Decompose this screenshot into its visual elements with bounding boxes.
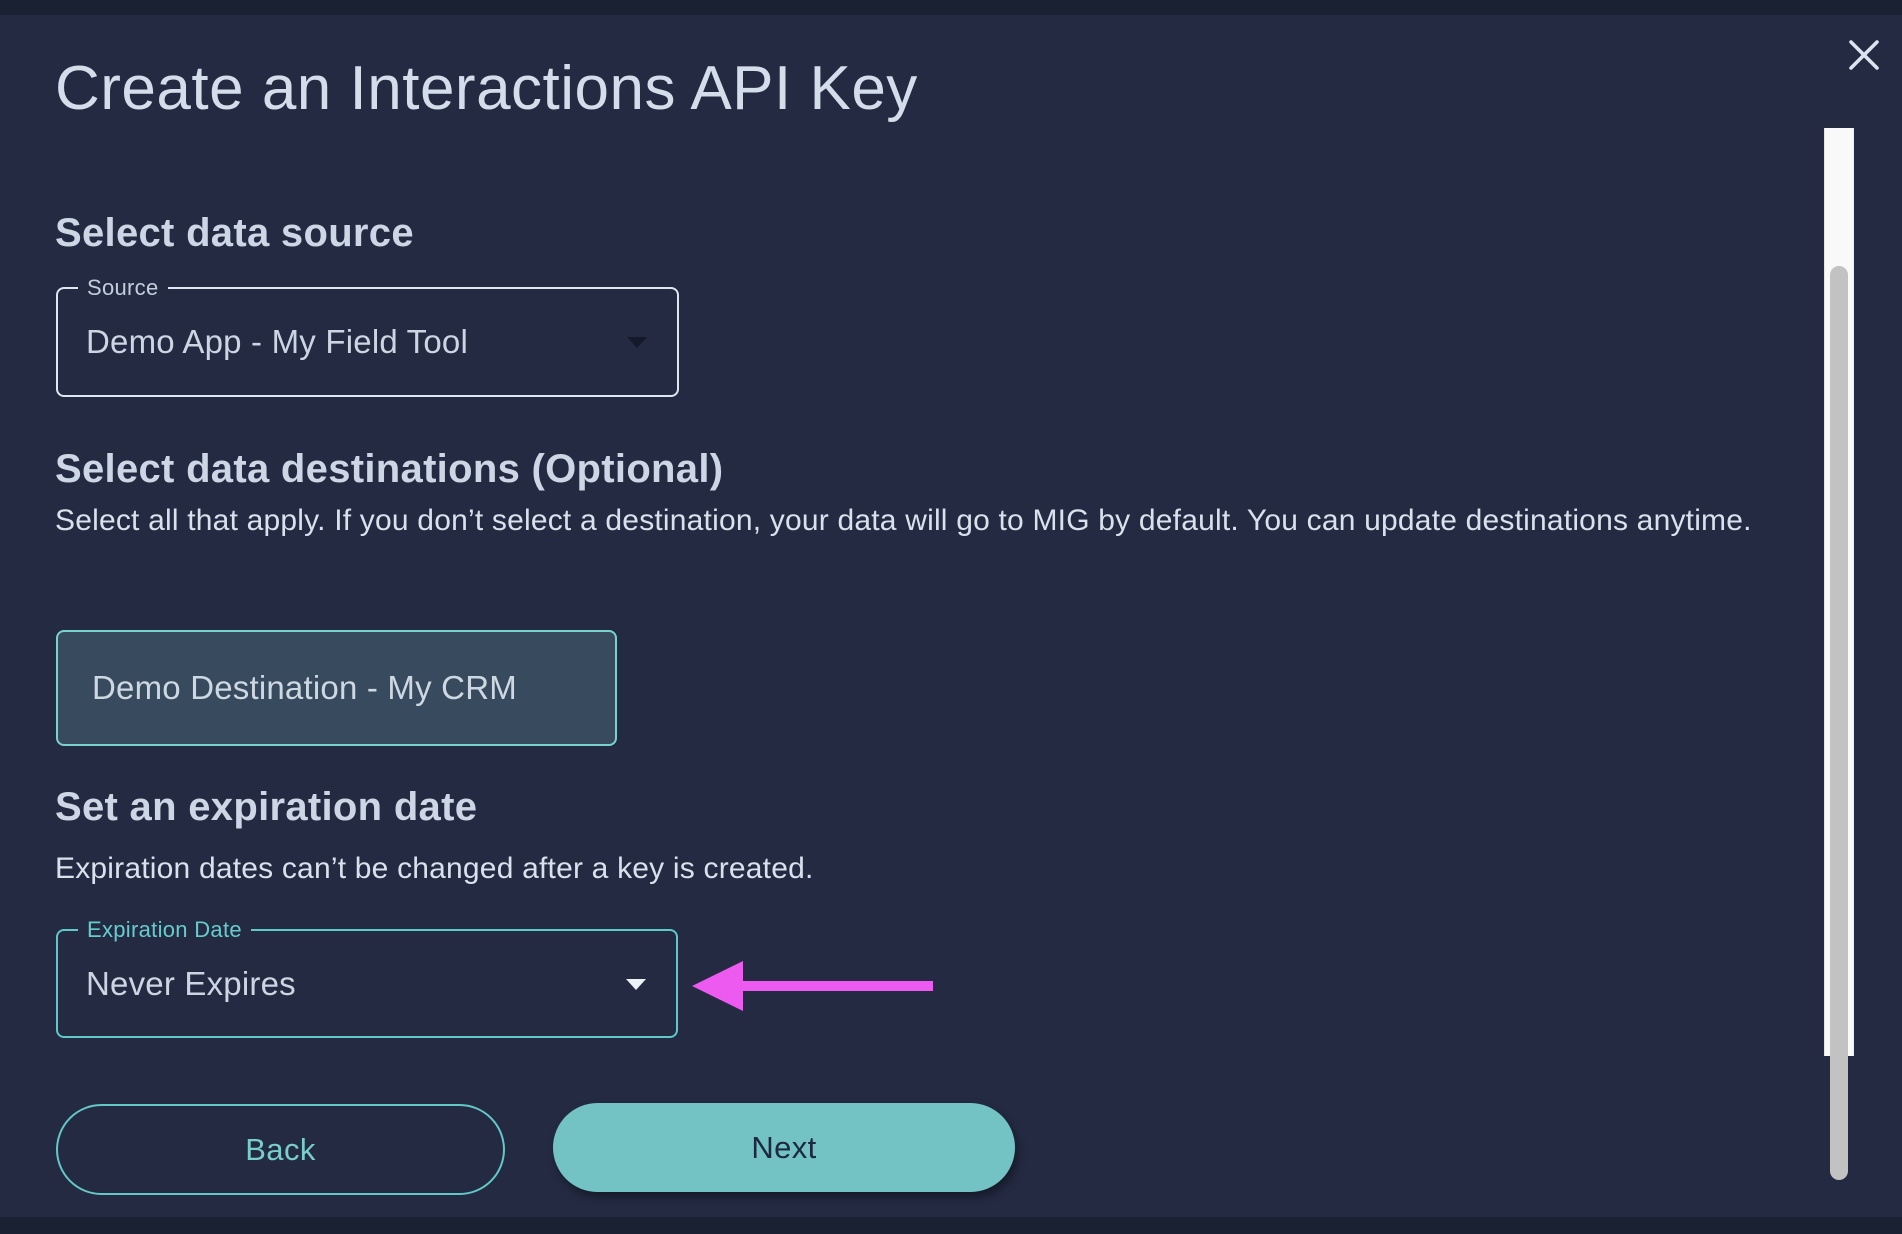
- source-select-value: Demo App - My Field Tool: [86, 323, 469, 360]
- annotation-arrow-icon: [690, 959, 936, 1013]
- destination-option[interactable]: Demo Destination - My CRM: [56, 630, 617, 746]
- close-icon: [1847, 38, 1881, 72]
- source-select[interactable]: Source Demo App - My Field Tool: [56, 275, 679, 397]
- expiration-description: Expiration dates can’t be changed after …: [55, 852, 814, 885]
- back-button[interactable]: Back: [56, 1104, 505, 1195]
- expiration-date-select-label: Expiration Date: [78, 917, 251, 943]
- chevron-down-icon: [627, 337, 647, 348]
- destination-option-label: Demo Destination - My CRM: [92, 669, 517, 706]
- expiration-date-select[interactable]: Expiration Date Never Expires: [56, 917, 678, 1038]
- modal-title: Create an Interactions API Key: [55, 54, 918, 123]
- close-button[interactable]: [1842, 33, 1886, 77]
- section-heading-expiration: Set an expiration date: [55, 785, 478, 829]
- section-heading-data-destinations: Select data destinations (Optional): [55, 447, 724, 491]
- section-heading-data-source: Select data source: [55, 211, 414, 255]
- create-api-key-modal: Create an Interactions API Key Select da…: [0, 15, 1902, 1217]
- chevron-down-icon: [626, 978, 646, 990]
- scrollbar-thumb[interactable]: [1830, 266, 1848, 1180]
- scrollbar[interactable]: [1824, 128, 1854, 1180]
- expiration-date-select-value: Never Expires: [86, 964, 296, 1002]
- destinations-description: Select all that apply. If you don’t sele…: [55, 504, 1752, 537]
- next-button[interactable]: Next: [553, 1103, 1015, 1192]
- source-select-label: Source: [78, 275, 168, 301]
